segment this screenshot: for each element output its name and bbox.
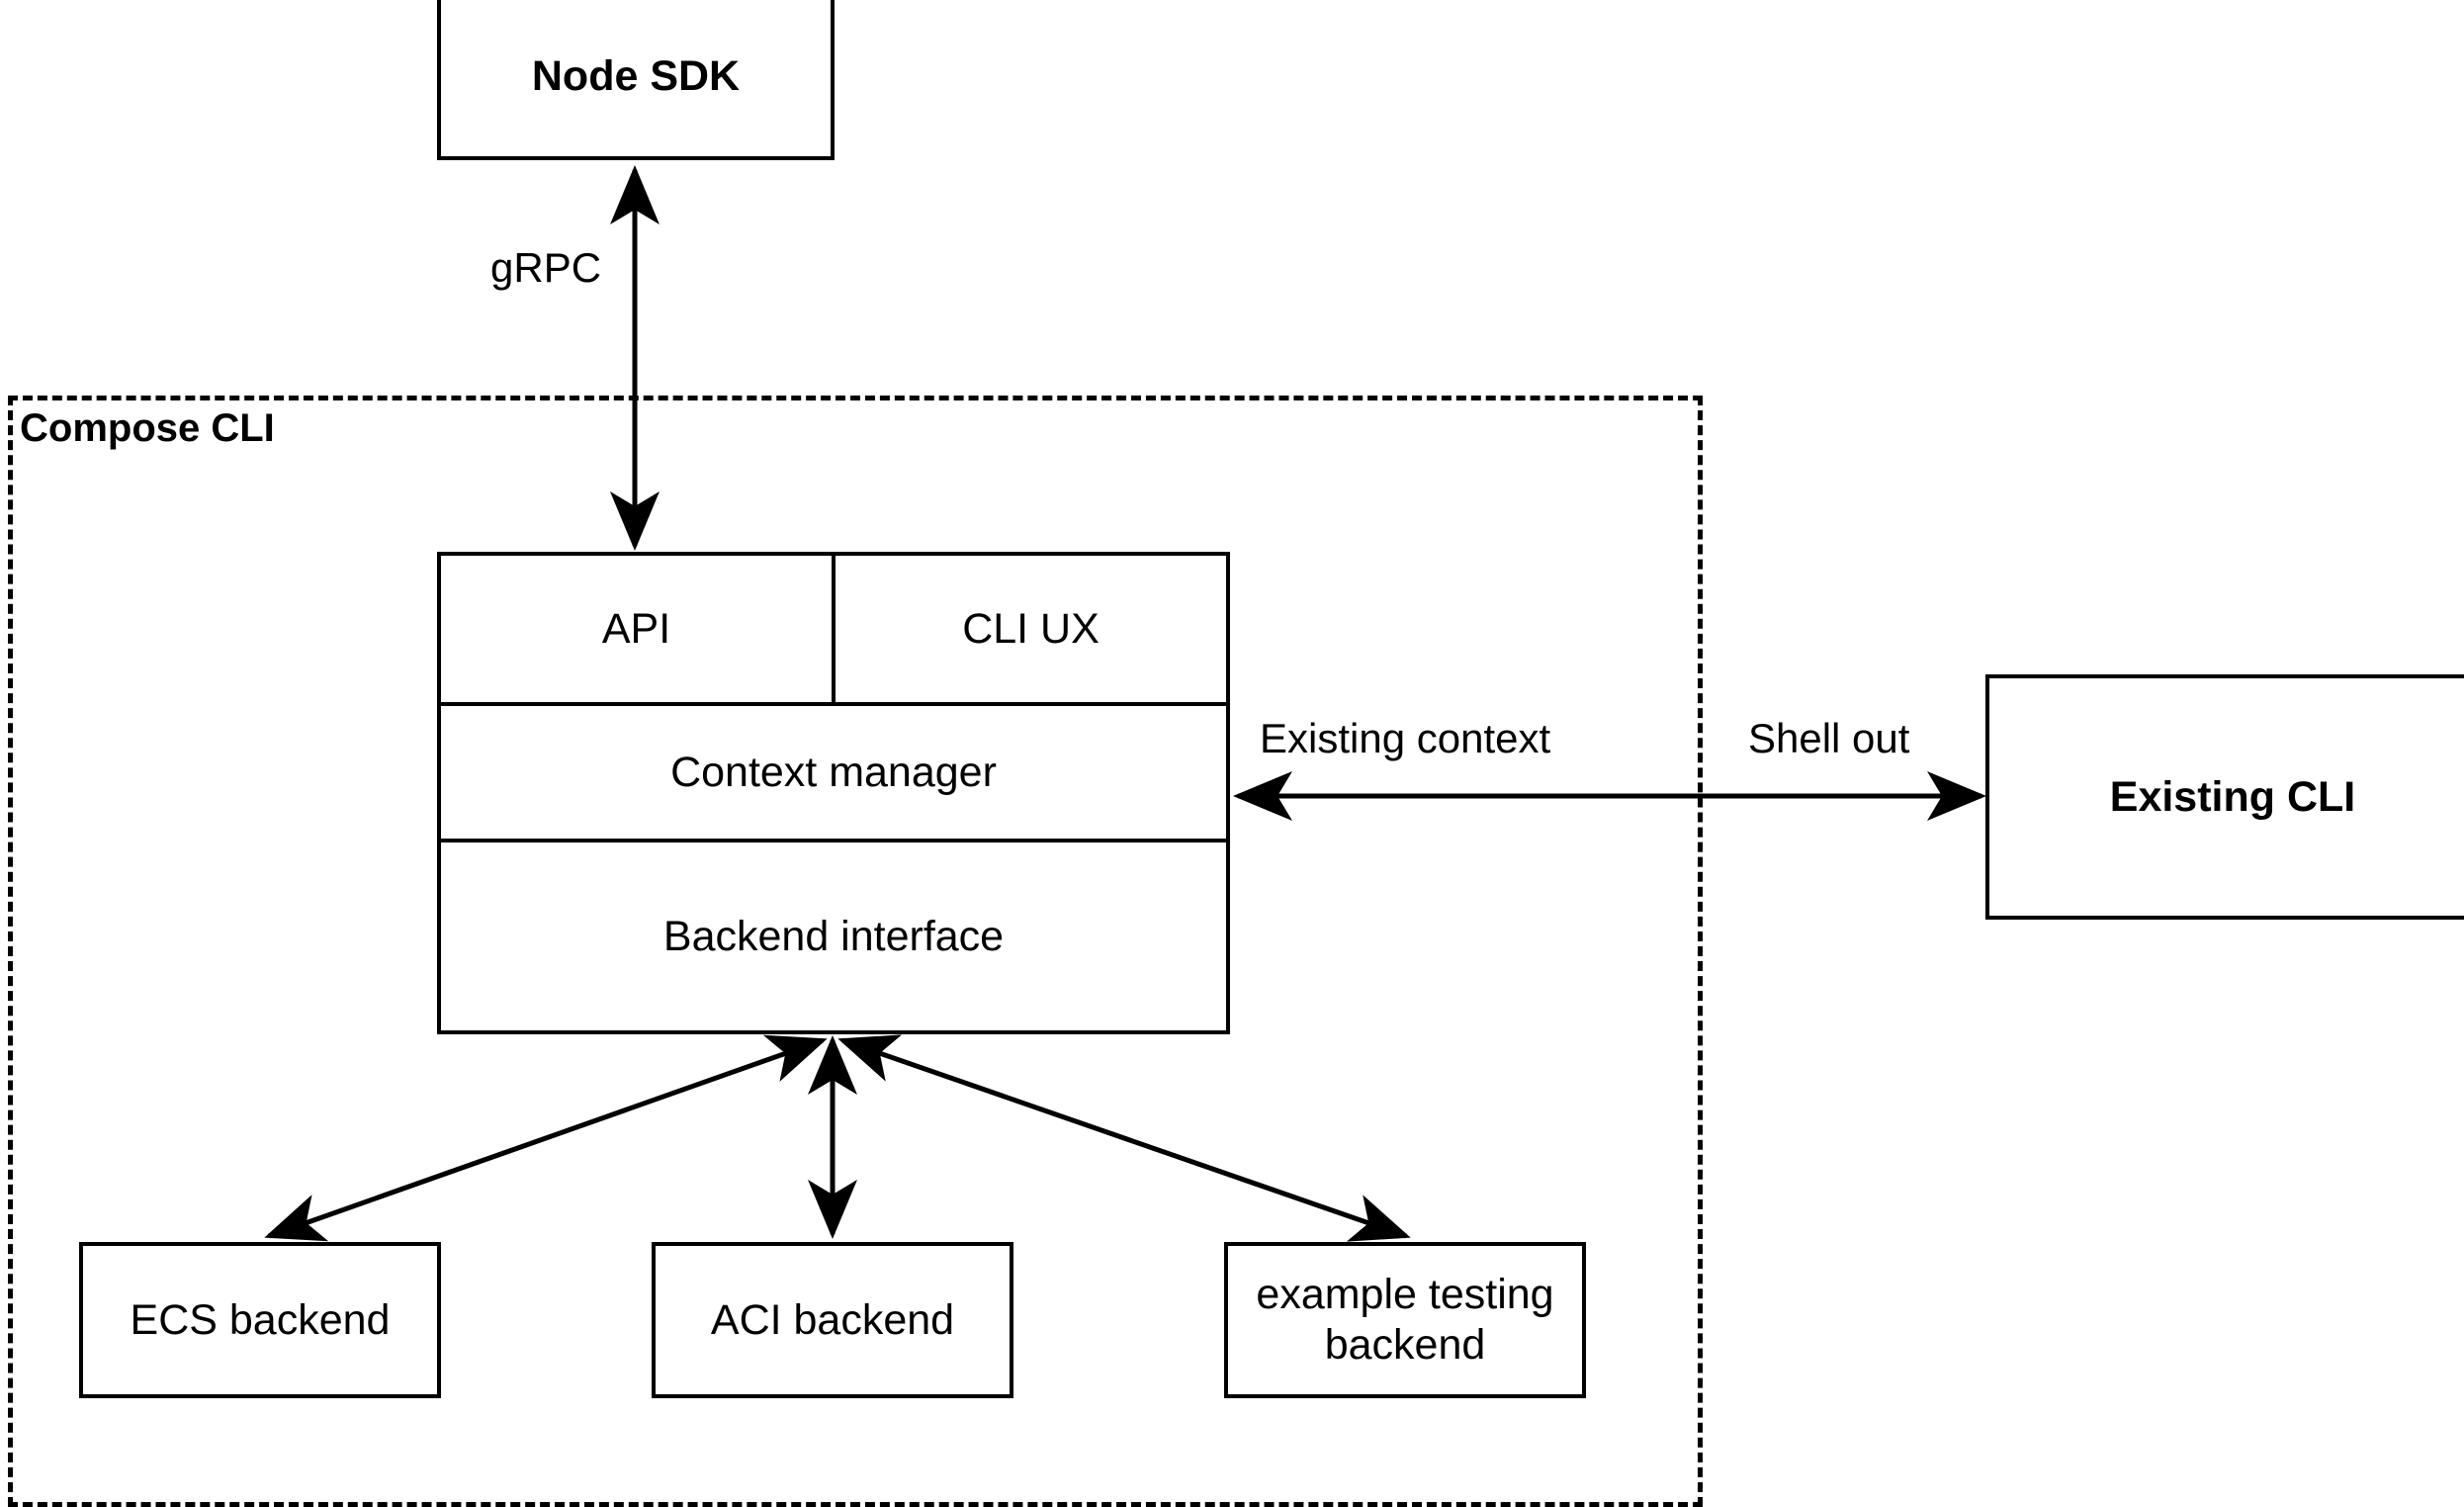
shell-out-edge-label: Shell out <box>1742 715 1916 762</box>
cli-ux-cell[interactable]: CLI UX <box>836 556 1226 702</box>
compose-cli-stack: API CLI UX Context manager Backend inter… <box>437 552 1230 1034</box>
api-label: API <box>601 604 671 653</box>
api-cell[interactable]: API <box>441 556 836 702</box>
arrow-backend-to-example-testing <box>837 1034 1411 1242</box>
ecs-backend-label: ECS backend <box>130 1295 391 1344</box>
aci-backend-label: ACI backend <box>710 1295 955 1344</box>
grpc-edge-label: gRPC <box>484 244 608 292</box>
stack-row-api-cliux: API CLI UX <box>441 556 1226 706</box>
backend-interface-row[interactable]: Backend interface <box>441 842 1226 1030</box>
example-testing-backend-box[interactable]: example testing backend <box>1224 1242 1586 1398</box>
cli-ux-label: CLI UX <box>962 604 1100 653</box>
example-testing-backend-line-2: backend <box>1324 1321 1486 1369</box>
example-testing-backend-label: example testing backend <box>1246 1270 1563 1370</box>
example-testing-backend-line-1: example testing <box>1256 1271 1554 1319</box>
backend-interface-label: Backend interface <box>662 912 1005 960</box>
aci-backend-box[interactable]: ACI backend <box>652 1242 1013 1398</box>
existing-context-edge-label: Existing context <box>1254 715 1557 762</box>
context-manager-row[interactable]: Context manager <box>441 706 1226 842</box>
context-manager-label: Context manager <box>670 748 997 796</box>
node-sdk-box[interactable]: Node SDK <box>437 0 835 160</box>
node-sdk-label: Node SDK <box>531 51 741 100</box>
compose-cli-group-title: Compose CLI <box>20 406 275 450</box>
existing-cli-box[interactable]: Existing CLI <box>1985 674 2464 920</box>
compose-cli-group-boundary <box>8 396 1703 1507</box>
ecs-backend-box[interactable]: ECS backend <box>79 1242 441 1398</box>
arrow-backend-to-ecs <box>264 1034 828 1242</box>
existing-cli-label: Existing CLI <box>2109 772 2356 821</box>
